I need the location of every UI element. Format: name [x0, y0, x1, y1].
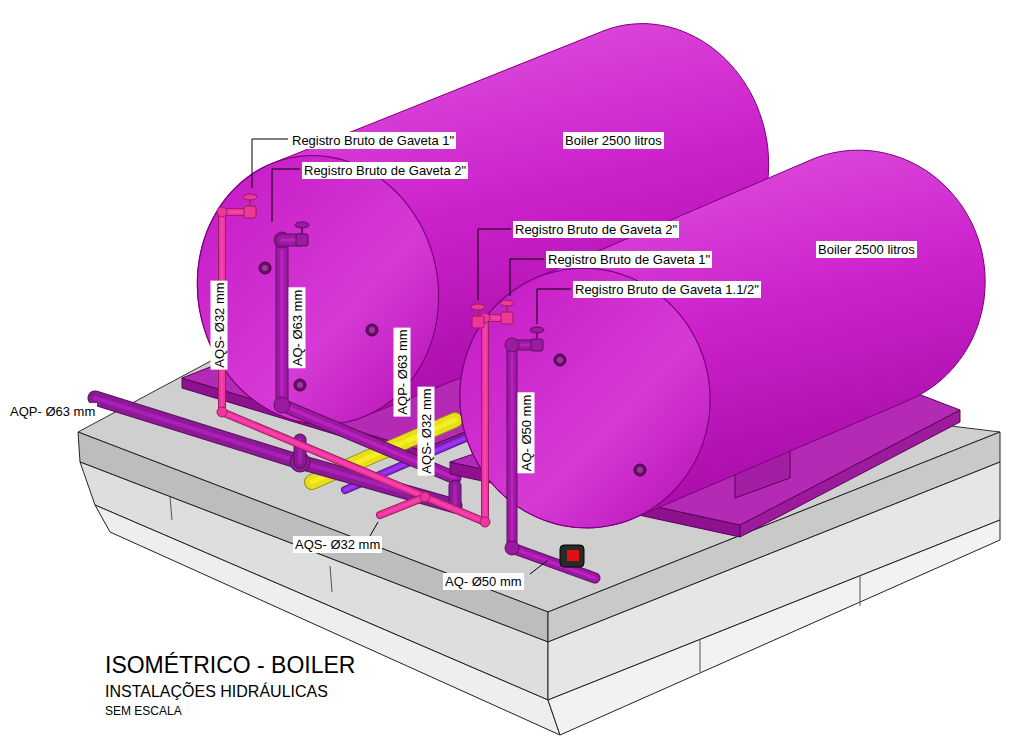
- recirculation-pipe-outline: [449, 486, 462, 506]
- hot-water-supply-pipe-highlight: [222, 212, 505, 522]
- nozzle: [557, 357, 563, 363]
- pipe-label: AQP- Ø63 mm: [8, 403, 97, 420]
- pipe-label: AQ- Ø50 mm: [443, 573, 524, 590]
- hot-water-supply-pipe-outline: [380, 497, 425, 515]
- pipe-label: AQS- Ø32 mm: [211, 280, 228, 369]
- gate-valve-wheel: [295, 222, 309, 228]
- slab-layer: [80, 462, 548, 700]
- pipe-label: AQ- Ø63 mm: [289, 288, 306, 369]
- nozzle: [637, 467, 643, 473]
- boiler-end: [460, 268, 710, 528]
- nozzle: [554, 354, 566, 366]
- nozzle: [259, 262, 271, 274]
- pipe-label: AQ- Ø50 mm: [518, 393, 535, 474]
- boiler-end: [197, 156, 438, 425]
- valve-callout: Registro Bruto de Gaveta 2": [513, 221, 679, 238]
- pump-body: [560, 545, 584, 567]
- valve-callout: Registro Bruto de Gaveta 2": [302, 162, 468, 179]
- hot-water-supply-pipe-outline: [222, 212, 505, 522]
- gate-valve-body: [296, 234, 308, 246]
- gate-valve-body: [531, 339, 543, 351]
- pipe-fitting: [505, 541, 519, 555]
- equipment-label: Boiler 2500 litros: [563, 132, 664, 149]
- gate-valve-wheel: [471, 304, 485, 310]
- hot-water-pipe: [512, 345, 595, 578]
- recirculation-pipe-highlight: [453, 486, 457, 506]
- equipment: [95, 24, 985, 578]
- nozzle: [369, 327, 375, 333]
- pipe-fitting: [217, 207, 227, 217]
- slab-layer: [548, 520, 1000, 735]
- nozzle: [366, 324, 378, 336]
- hot-water-supply-pipe: [222, 212, 505, 522]
- pipe-fitting: [480, 517, 490, 527]
- leader-line: [252, 139, 288, 188]
- hot-water-supply-pipe-highlight: [380, 497, 425, 515]
- valve-callout: Registro Bruto de Gaveta 1": [546, 251, 712, 268]
- pipe-fitting: [274, 397, 290, 413]
- hot-water-pipe-highlight: [512, 345, 595, 578]
- leader-line: [537, 289, 571, 324]
- slab-joint: [170, 497, 172, 520]
- hot-water-pipe-outline: [512, 345, 595, 578]
- pipe-fitting: [505, 338, 519, 352]
- pipe-label: AQP- Ø63 mm: [394, 327, 411, 416]
- drawing-title: ISOMÉTRICO - BOILER: [105, 652, 355, 679]
- pipe-fitting: [420, 492, 430, 502]
- gate-valve-wheel: [530, 327, 544, 333]
- pump-indicator: [567, 550, 579, 561]
- nozzle: [262, 265, 268, 271]
- nozzle: [297, 382, 303, 388]
- leader-line: [510, 259, 544, 296]
- nozzle: [294, 379, 306, 391]
- hot-water-supply-pipe: [380, 497, 425, 515]
- scale-note: SEM ESCALA: [105, 703, 182, 719]
- equipment-label: Boiler 2500 litros: [816, 241, 917, 258]
- slab-joint: [330, 566, 332, 592]
- leader-line: [478, 229, 511, 300]
- leader-line: [272, 169, 300, 222]
- leader-line: [530, 560, 548, 574]
- slab-joint: [860, 576, 861, 606]
- gate-valve-body: [244, 206, 256, 218]
- hot-water-pipe-highlight: [282, 240, 455, 478]
- leader-line: [370, 522, 378, 536]
- nozzle: [634, 464, 646, 476]
- boiler-shell: [460, 150, 985, 528]
- gate-valve-body: [501, 312, 513, 324]
- slab-layer: [95, 505, 560, 735]
- drawing-caption: INSTALAÇÕES HIDRÁULICAS: [105, 682, 328, 702]
- gate-valve-body: [472, 316, 484, 328]
- valve-callout: Registro Bruto de Gaveta 1": [290, 132, 456, 149]
- hot-water-pipe: [282, 240, 455, 478]
- pipe-label: AQS- Ø32 mm: [418, 386, 435, 475]
- hot-water-pipe-outline: [282, 240, 455, 478]
- recirculation-pipe: [450, 486, 461, 506]
- gate-valve-wheel: [500, 300, 514, 306]
- slab-joint: [700, 640, 701, 672]
- valve-callout: Registro Bruto de Gaveta 1.1/2": [573, 281, 761, 298]
- gate-valve-wheel: [243, 194, 257, 200]
- pipe-fitting: [217, 407, 227, 417]
- pipe-label: AQS- Ø32 mm: [293, 536, 382, 553]
